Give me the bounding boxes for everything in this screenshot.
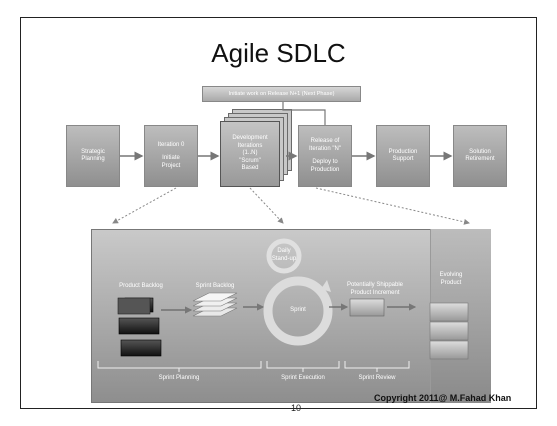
phase-label: Strategic bbox=[81, 148, 105, 155]
evolving-text: Evolving bbox=[439, 272, 463, 278]
sprint-label: Sprint bbox=[290, 307, 306, 313]
phase-label: Deploy to bbox=[312, 159, 338, 165]
evolving-product-label: Evolving Product bbox=[431, 272, 471, 287]
page-number: 10 bbox=[291, 403, 302, 413]
sprint-backlog-stack bbox=[192, 292, 238, 317]
detail-arrow bbox=[112, 187, 177, 224]
loop-back-line bbox=[282, 102, 326, 125]
phase-label: Iteration "N" bbox=[309, 145, 341, 152]
phase-production-support: Production Support bbox=[376, 125, 430, 187]
sprint-review-bracket bbox=[344, 361, 410, 372]
detail-arrow bbox=[249, 187, 284, 224]
daily-standup-text: Daily bbox=[277, 248, 291, 254]
slide-title: Agile SDLC bbox=[211, 38, 346, 68]
daily-standup-cycle bbox=[266, 238, 302, 274]
phase-label: Release of bbox=[310, 138, 340, 144]
detail-arrow bbox=[315, 187, 470, 225]
slide: Agile SDLC Initiate work on Release N+1 … bbox=[20, 17, 537, 413]
evolving-text: Product bbox=[440, 279, 462, 286]
sprint-backlog-label: Sprint Backlog bbox=[195, 283, 235, 289]
phase-label: Based bbox=[241, 165, 259, 172]
phase-label: Iteration 0 bbox=[157, 141, 185, 148]
sprint-planning-bracket bbox=[97, 361, 262, 372]
increment-text: Potentially Shippable bbox=[346, 282, 404, 288]
phase-development-iterations: Development Iterations (1..N) "Scrum" Ba… bbox=[220, 121, 280, 187]
phase-label: Production bbox=[310, 166, 340, 173]
phase-label: Initiate bbox=[162, 155, 180, 162]
phase-label: Solution bbox=[469, 148, 491, 155]
scrum-detail-panel bbox=[91, 229, 491, 403]
diagram-graphics bbox=[97, 102, 470, 372]
evolving-product-stack bbox=[429, 302, 469, 360]
sprint-execution-label: Sprint Execution bbox=[281, 375, 325, 381]
phase-release: Release of Iteration "N" Deploy to Produ… bbox=[298, 125, 352, 187]
phase-label: Production bbox=[388, 148, 418, 155]
increment-text: Product Increment bbox=[350, 289, 400, 296]
phase-label: Planning bbox=[81, 156, 105, 162]
product-backlog-label: Product Backlog bbox=[119, 283, 163, 289]
daily-standup-text: Stand-up bbox=[271, 255, 297, 262]
phase-label: Development bbox=[232, 135, 268, 142]
sprint-review-label: Sprint Review bbox=[358, 375, 396, 381]
phase-label: (1..N) bbox=[242, 150, 258, 157]
phase-label: Support bbox=[392, 156, 414, 162]
phase-label: Iterations bbox=[237, 142, 263, 149]
phase-solution-retirement: Solution Retirement bbox=[453, 125, 507, 187]
increment-label: Potentially Shippable Product Increment bbox=[339, 282, 411, 297]
product-increment-box bbox=[349, 298, 385, 317]
phase-label: Retirement bbox=[465, 156, 495, 162]
sprint-cycle bbox=[263, 276, 333, 346]
phase-label: Project bbox=[161, 162, 181, 169]
sprint-execution-bracket bbox=[266, 361, 340, 372]
daily-standup-label: Daily Stand-up bbox=[267, 248, 301, 263]
sprint-planning-label: Sprint Planning bbox=[158, 375, 200, 381]
next-phase-banner: Initiate work on Release N+1 (Next Phase… bbox=[202, 86, 361, 102]
phase-label: "Scrum" bbox=[239, 157, 261, 164]
phase-strategic-planning: Strategic Planning bbox=[66, 125, 120, 187]
copyright-notice: Copyright 2011@ M.Fahad Khan bbox=[374, 393, 512, 403]
phase-iteration-zero: Iteration 0 Initiate Project bbox=[144, 125, 198, 187]
product-backlog-stack bbox=[117, 297, 162, 357]
